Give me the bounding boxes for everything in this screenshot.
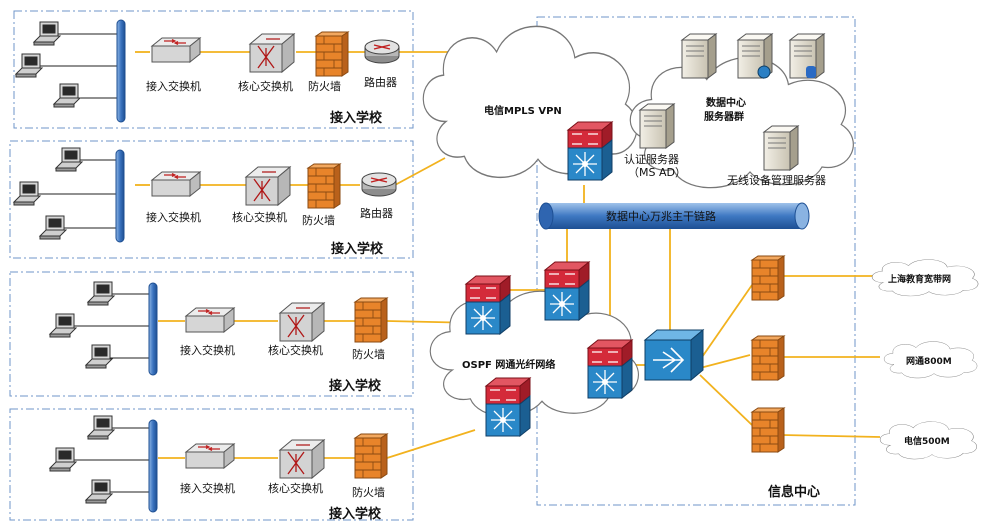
school-3-box	[9, 271, 414, 397]
school-title: 接入学校	[329, 378, 382, 394]
aggregation-switch-icon	[644, 329, 704, 381]
dc-core-switch-icon	[544, 261, 590, 321]
firewall-icon	[751, 255, 785, 301]
datacenter-label-2: 服务器群	[704, 110, 744, 123]
globe-icon	[757, 65, 771, 79]
info-center-title: 信息中心	[768, 484, 820, 500]
firewall-icon	[751, 335, 785, 381]
router-icon	[364, 39, 400, 64]
lan-bus-bar	[148, 419, 158, 513]
school-title: 接入学校	[329, 506, 382, 522]
server-icon	[681, 33, 717, 79]
firewall-icon	[751, 407, 785, 453]
access-switch-label: 接入交换机	[180, 481, 235, 495]
pc-icon	[49, 447, 77, 472]
pc-icon	[13, 181, 41, 206]
school-2	[13, 147, 397, 243]
school-2-box	[9, 140, 414, 259]
mpls-cloud-label: 电信MPLS VPN	[484, 104, 562, 117]
pc-icon	[15, 53, 43, 78]
school-title: 接入学校	[330, 110, 383, 126]
firewall-icon	[354, 433, 388, 479]
pc-icon	[85, 479, 113, 504]
access-switch-icon	[151, 171, 201, 197]
isp-label-edu: 上海教育宽带网	[888, 273, 951, 285]
firewall-label: 防火墙	[352, 485, 385, 499]
router-label: 路由器	[364, 75, 397, 89]
pc-icon	[53, 83, 81, 108]
auth-server-sublabel: （MS AD）	[628, 166, 686, 179]
pc-icon	[55, 147, 83, 172]
core-switch-label: 核心交换机	[268, 343, 323, 357]
access-switch-icon	[151, 37, 201, 63]
database-icon	[806, 66, 816, 78]
school-3	[49, 281, 388, 376]
access-switch-label: 接入交换机	[180, 343, 235, 357]
info-center-box	[536, 16, 856, 506]
router-icon	[361, 172, 397, 197]
auth-server-label: 认证服务器	[624, 153, 679, 166]
school-title: 接入学校	[331, 241, 384, 257]
isp-label-cnc: 网通800M	[906, 355, 952, 367]
lan-bus-bar	[115, 149, 125, 243]
access-switch-label: 接入交换机	[146, 210, 201, 224]
school-4-box	[9, 408, 414, 521]
router-label: 路由器	[360, 206, 393, 220]
mpls-core-switch-icon	[567, 121, 613, 181]
firewall-icon	[307, 163, 341, 209]
school-4	[49, 415, 388, 513]
firewall-icon	[354, 297, 388, 343]
wireless-server-label: 无线设备管理服务器	[727, 173, 826, 187]
school-1	[15, 19, 400, 123]
access-switch-icon	[185, 307, 235, 333]
isp-label-telecom: 电信500M	[904, 435, 950, 447]
ospf-cloud-label: OSPF 网通光纤网络	[462, 358, 555, 371]
backbone-label: 数据中心万兆主干链路	[606, 209, 716, 223]
core-switch-label: 核心交换机	[238, 79, 293, 93]
wireless-server-icon	[763, 125, 799, 171]
pc-icon	[33, 21, 61, 46]
core-switch-icon	[279, 439, 325, 479]
access-switch-label: 接入交换机	[146, 79, 201, 93]
access-switch-icon	[185, 443, 235, 469]
pc-icon	[39, 215, 67, 240]
core-switch-label: 核心交换机	[232, 210, 287, 224]
firewall-label: 防火墙	[302, 213, 335, 227]
pc-icon	[87, 281, 115, 306]
lan-bus-bar	[116, 19, 126, 123]
core-switch-label: 核心交换机	[268, 481, 323, 495]
dc-core-switch-icon	[587, 339, 633, 399]
pc-icon	[87, 415, 115, 440]
datacenter-label-1: 数据中心	[706, 96, 746, 109]
firewall-icon	[315, 31, 349, 77]
pc-icon	[49, 313, 77, 338]
firewall-label: 防火墙	[308, 79, 341, 93]
pc-icon	[85, 344, 113, 369]
firewall-label: 防火墙	[352, 347, 385, 361]
ospf-core-switch-icon	[485, 377, 531, 437]
auth-server-icon	[639, 103, 675, 149]
lan-bus-bar	[148, 282, 158, 376]
core-switch-icon	[279, 302, 325, 342]
core-switch-icon	[245, 166, 291, 206]
school-1-box	[13, 10, 414, 129]
core-switch-icon	[249, 33, 295, 73]
backbone-pipe	[538, 202, 810, 230]
ospf-core-switch-icon	[465, 275, 511, 335]
